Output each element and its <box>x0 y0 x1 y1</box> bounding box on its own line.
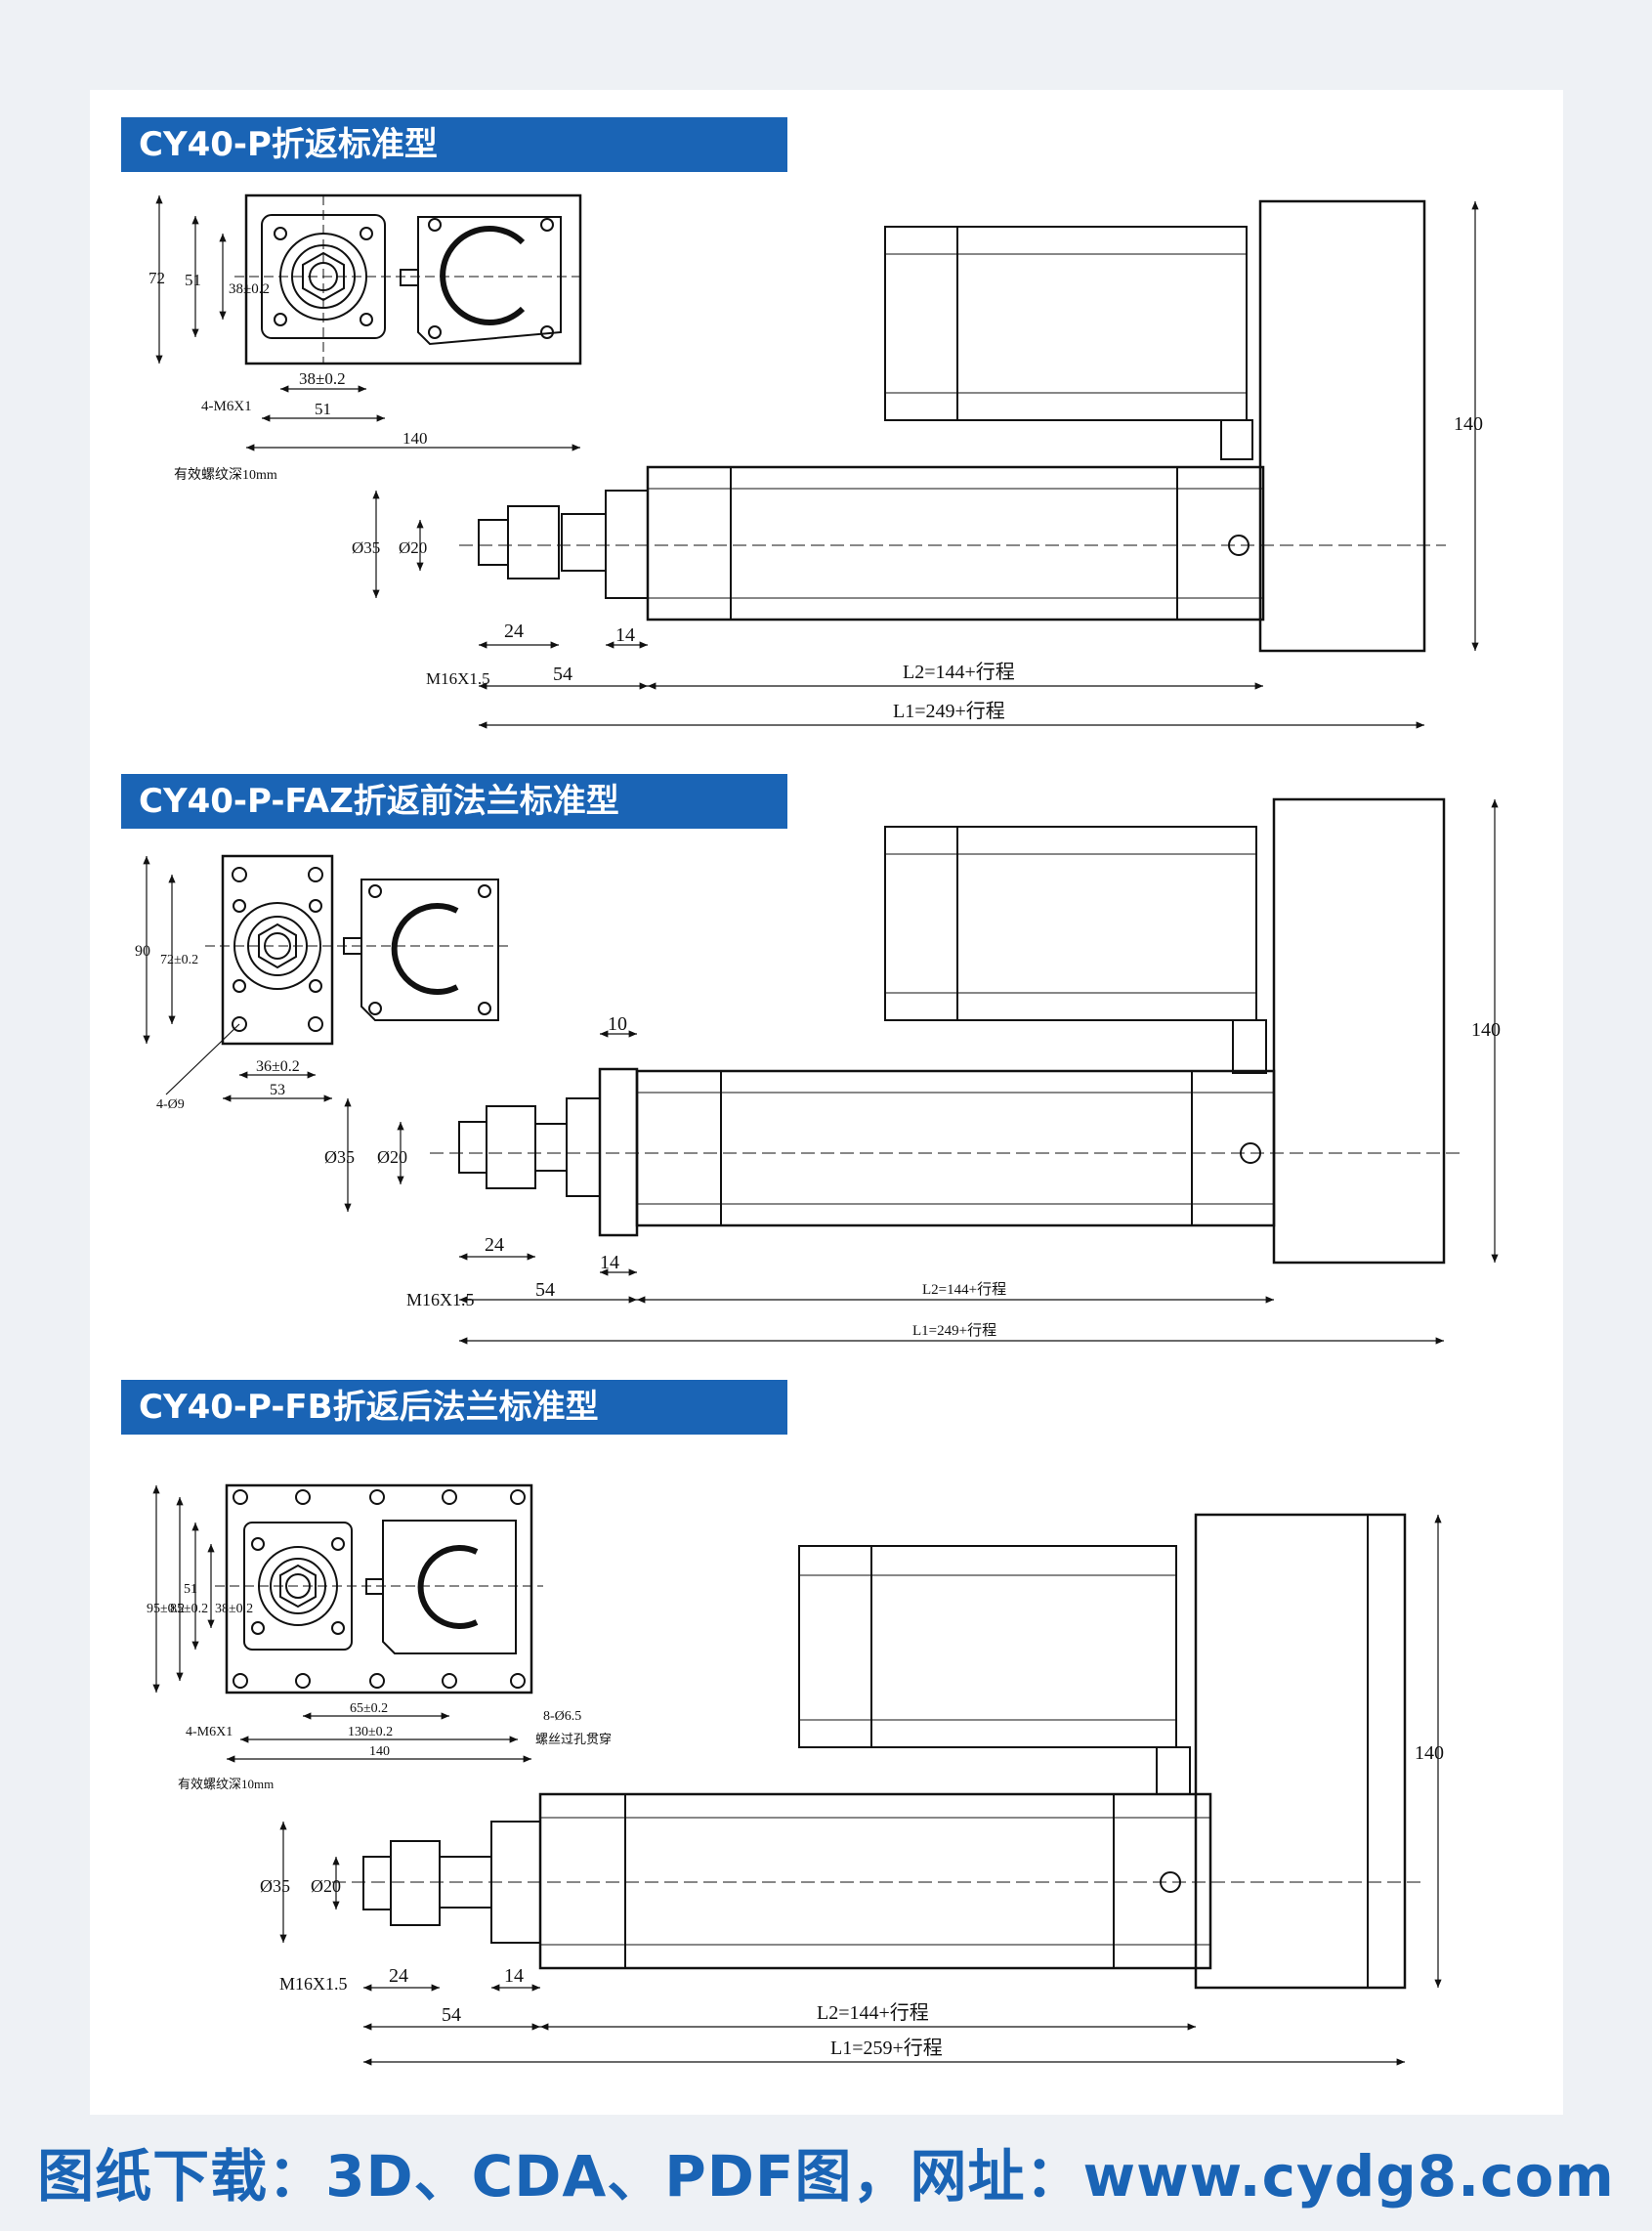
footer-download-info: 图纸下载：3D、CDA、PDF图，网址：www.cydg8.com <box>37 2143 1615 2210</box>
dim-14: 14 <box>615 624 635 646</box>
dim-10: 10 <box>608 1013 627 1035</box>
dim-51: 51 <box>184 1582 197 1597</box>
dim-phi20: Ø20 <box>399 538 427 557</box>
dim-65: 65±0.2 <box>350 1701 388 1716</box>
dim-phi20: Ø20 <box>377 1147 407 1167</box>
dim-130: 130±0.2 <box>348 1725 393 1739</box>
dims-1: 72 51 38±0.2 38±0.2 51 140 4-M6X1 有效螺纹深1… <box>148 269 1483 722</box>
dim-14: 14 <box>600 1252 619 1273</box>
end-view-3 <box>152 1483 543 1763</box>
dim-phi35: Ø35 <box>352 538 380 557</box>
dim-14: 14 <box>504 1965 524 1987</box>
dim-85: 85±0.2 <box>170 1602 208 1616</box>
dims-3: 95±0.2 85±0.2 51 38±0.2 65±0.2 130±0.2 1… <box>147 1582 1444 2059</box>
dim-54: 54 <box>553 664 572 685</box>
dim-phi20: Ø20 <box>311 1876 341 1896</box>
dim-l2: L2=144+行程 <box>817 2001 929 2024</box>
dim-54: 54 <box>442 2004 461 2026</box>
dim-l1: L1=249+行程 <box>893 700 1005 722</box>
dim-m16: M16X1.5 <box>406 1290 475 1309</box>
dim-l2: L2=144+行程 <box>903 661 1015 683</box>
dim-140v: 140 <box>1454 413 1483 435</box>
section-title-3: CY40-P-FB折返后法兰标准型 <box>121 1380 787 1435</box>
side-view-3 <box>279 1513 1442 2066</box>
dim-m16: M16X1.5 <box>426 669 490 688</box>
dim-38: 38±0.2 <box>215 1602 253 1616</box>
dim-hole: 4-Ø9 <box>156 1097 185 1112</box>
dim-140v: 140 <box>1415 1742 1444 1764</box>
end-view-2 <box>143 854 508 1102</box>
dim-hole: 8-Ø6.5 <box>543 1709 581 1724</box>
dim-screw-depth: 有效螺纹深10mm <box>178 1777 274 1791</box>
dim-38h: 38±0.2 <box>299 369 346 388</box>
dim-24: 24 <box>504 621 524 642</box>
dim-140h: 140 <box>402 429 428 448</box>
dim-phi35: Ø35 <box>324 1147 355 1167</box>
dim-72: 72 <box>148 269 165 287</box>
dim-54: 54 <box>535 1279 555 1301</box>
dim-l2: L2=144+行程 <box>922 1281 1006 1298</box>
dims-2: 90 72±0.2 36±0.2 53 4-Ø9 10 Ø35 Ø20 M16X… <box>135 943 1501 1339</box>
dim-38v: 38±0.2 <box>229 281 270 297</box>
section-title-2: CY40-P-FAZ折返前法兰标准型 <box>121 774 787 829</box>
drawing-cy40-p-faz <box>143 797 1499 1345</box>
dim-m16: M16X1.5 <box>279 1974 348 1994</box>
dim-l1: L1=259+行程 <box>830 2037 943 2059</box>
dim-53: 53 <box>270 1082 285 1098</box>
end-view-1 <box>155 193 586 451</box>
drawing-cy40-p <box>155 193 1479 729</box>
dim-phi35: Ø35 <box>260 1876 290 1896</box>
dim-140v: 140 <box>1471 1019 1501 1041</box>
side-view-1 <box>372 199 1479 729</box>
dim-95: 95±0.2 <box>147 1602 185 1616</box>
dim-screw-depth: 有效螺纹深10mm <box>174 467 277 483</box>
dim-l1: L1=249+行程 <box>912 1322 996 1339</box>
dim-72: 72±0.2 <box>160 953 198 967</box>
dim-screw: 4-M6X1 <box>186 1725 233 1739</box>
dim-51v: 51 <box>185 271 201 289</box>
section-title-1: CY40-P折返标准型 <box>121 117 787 172</box>
side-view-2 <box>344 797 1499 1345</box>
dim-screw: 4-M6X1 <box>201 399 252 414</box>
dim-24: 24 <box>485 1234 504 1256</box>
dim-90: 90 <box>135 943 150 960</box>
dim-36: 36±0.2 <box>256 1058 300 1075</box>
drawing-sheet <box>90 90 1563 2115</box>
dim-hole-note: 螺丝过孔贯穿 <box>535 1732 612 1746</box>
dim-24: 24 <box>389 1965 408 1987</box>
drawing-cy40-p-fb <box>152 1483 1442 2066</box>
dim-140h: 140 <box>369 1744 390 1759</box>
dim-51h: 51 <box>315 400 331 418</box>
